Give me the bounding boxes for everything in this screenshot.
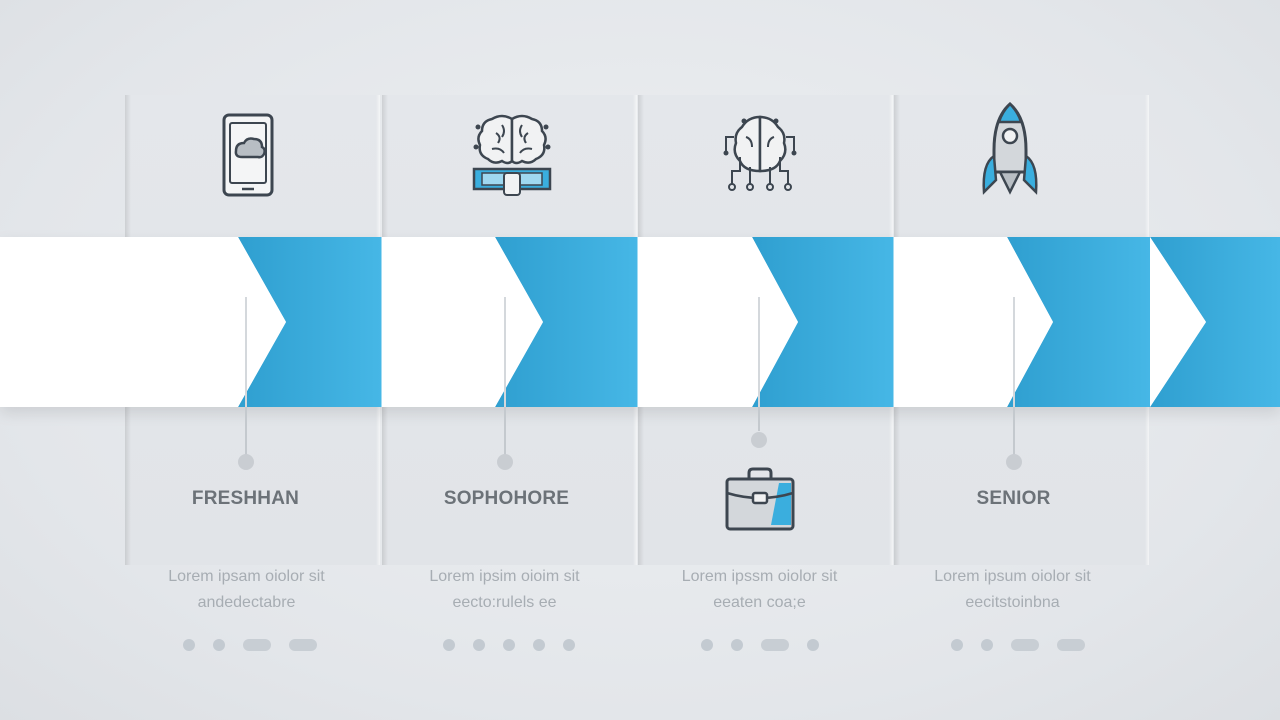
- decor-dot: [700, 639, 713, 651]
- stage-title-freshman: FRESHHAN: [191, 488, 300, 509]
- decor-dot: [442, 639, 455, 651]
- timeline-band: [0, 237, 1280, 407]
- decor-dot: [212, 639, 225, 651]
- connector-dot-4: [1006, 454, 1022, 470]
- stage-desc-line: Lorem ipssm oiolor sit: [681, 568, 838, 585]
- arrow-segment-5: [1150, 237, 1280, 407]
- rocket-icon: [960, 100, 1060, 200]
- dot-row-2: [381, 638, 636, 652]
- stage-desc-line: eecitstoinbna: [965, 594, 1060, 611]
- tablet-cloud-icon: [198, 103, 298, 203]
- connector-dot-3: [751, 432, 767, 448]
- arrow-segment-2: [495, 237, 638, 407]
- connector-dot-2: [497, 454, 513, 470]
- decor-dot: [242, 639, 271, 651]
- connector-line-4: [1013, 407, 1015, 455]
- stage-desc-junior: Lorem ipssm oiolor sit eeaten coa;e: [632, 564, 887, 616]
- stage-desc-freshman: Lorem ipsam oiolor sit andedectabre: [119, 564, 374, 616]
- arrow-segment-4: [1007, 237, 1150, 407]
- stage-desc-sophomore: Lorem ipsim oioim sit eecto:rulels ee: [377, 564, 632, 616]
- dot-row-1: [122, 638, 377, 652]
- brain-circuit-icon: [462, 103, 562, 203]
- connector-line-3: [758, 407, 760, 431]
- stage-title-sophomore: SOPHOHORE: [443, 488, 570, 509]
- decor-dot: [980, 639, 993, 651]
- decor-dot: [1010, 639, 1039, 651]
- decor-dot: [288, 639, 317, 651]
- stage-desc-line: eecto:rulels ee: [452, 594, 557, 611]
- decor-dot: [760, 639, 789, 651]
- stage-desc-line: Lorem ipsam oiolor sit: [168, 568, 325, 585]
- stage-desc-senior: Lorem ipsum oiolor sit eecitstoinbna: [885, 564, 1140, 616]
- arrow-segment-1: [238, 237, 382, 407]
- decor-dot: [806, 639, 819, 651]
- stage-desc-line: eeaten coa;e: [713, 594, 806, 611]
- arrow-segment-3: [752, 237, 894, 407]
- stage-desc-line: Lorem ipsim oioim sit: [429, 568, 580, 585]
- decor-dot: [182, 639, 195, 651]
- decor-dot: [472, 639, 485, 651]
- decor-dot: [950, 639, 963, 651]
- connector-line-1: [245, 407, 247, 455]
- decor-dot: [562, 639, 575, 651]
- stage-title-senior: SENIOR: [976, 488, 1051, 509]
- decor-dot: [730, 639, 743, 651]
- connector-dot-1: [238, 454, 254, 470]
- dot-row-3: [632, 638, 887, 652]
- stage-desc-line: Lorem ipsum oiolor sit: [934, 568, 1091, 585]
- decor-dot: [1056, 639, 1085, 651]
- decor-dot: [532, 639, 545, 651]
- brain-network-icon: [710, 103, 810, 203]
- dot-row-4: [890, 638, 1145, 652]
- decor-dot: [502, 639, 515, 651]
- stage-desc-line: andedectabre: [197, 594, 296, 611]
- briefcase-icon: [712, 462, 808, 538]
- connector-line-2: [504, 407, 506, 455]
